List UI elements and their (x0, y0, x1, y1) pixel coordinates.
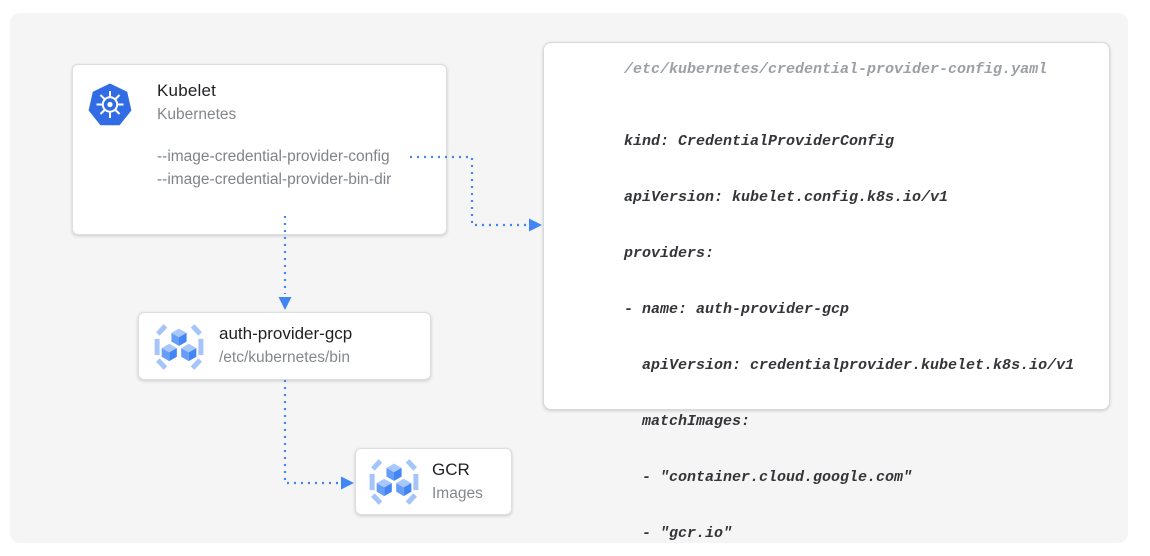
config-file-path: /etc/kubernetes/credential-provider-conf… (624, 61, 1048, 78)
auth-provider-card-subtitle: /etc/kubernetes/bin (219, 349, 350, 366)
container-registry-icon (369, 459, 419, 505)
yaml-line: apiVersion: kubelet.config.k8s.io/v1 (624, 189, 949, 206)
yaml-line: - name: auth-provider-gcp (624, 301, 850, 318)
yaml-code: kind: CredentialProviderConfig apiVersio… (624, 97, 1095, 556)
kubelet-flags: --image-credential-provider-config --ima… (157, 145, 391, 191)
auth-provider-card-title: auth-provider-gcp (219, 324, 353, 343)
gcr-card-title: GCR (432, 460, 470, 479)
gcr-card: GCR Images (355, 448, 512, 515)
yaml-line: providers: (624, 245, 715, 262)
kubelet-card-subtitle: Kubernetes (157, 106, 237, 123)
container-registry-icon (154, 324, 204, 370)
kubelet-card-title: Kubelet (157, 81, 217, 100)
yaml-line: apiVersion: credentialprovider.kubelet.k… (624, 357, 1075, 374)
yaml-line: - "gcr.io" (624, 525, 733, 542)
yaml-line: kind: CredentialProviderConfig (624, 133, 895, 150)
flag-image-credential-provider-config: --image-credential-provider-config (157, 148, 390, 165)
yaml-line: - "container.cloud.google.com" (624, 469, 913, 486)
kubelet-card: Kubelet Kubernetes --image-credential-pr… (72, 64, 447, 235)
gcr-card-subtitle: Images (432, 485, 483, 502)
yaml-line: matchImages: (624, 413, 751, 430)
flag-image-credential-provider-bin-dir: --image-credential-provider-bin-dir (157, 171, 392, 188)
auth-provider-gcp-card: auth-provider-gcp /etc/kubernetes/bin (138, 312, 431, 380)
credential-provider-config-panel: /etc/kubernetes/credential-provider-conf… (543, 42, 1110, 542)
kubernetes-icon (88, 83, 132, 126)
